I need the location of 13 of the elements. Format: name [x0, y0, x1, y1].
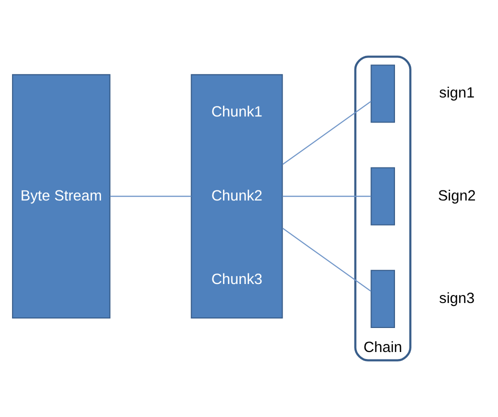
- node-box: [370, 167, 395, 226]
- cluster: Chain: [354, 56, 412, 362]
- node-label: sign1: [439, 86, 475, 102]
- node-label: Sign2: [438, 188, 476, 204]
- connector: [110, 196, 192, 197]
- node-box: Byte Stream: [12, 74, 110, 319]
- connector: [282, 100, 372, 165]
- connector: [282, 196, 372, 197]
- node-box: Chunk1 Chunk2 Chunk3: [190, 74, 283, 319]
- node-box: [370, 270, 395, 328]
- connector: [282, 228, 372, 292]
- node-box: [370, 64, 395, 123]
- node-label: sign3: [439, 290, 475, 307]
